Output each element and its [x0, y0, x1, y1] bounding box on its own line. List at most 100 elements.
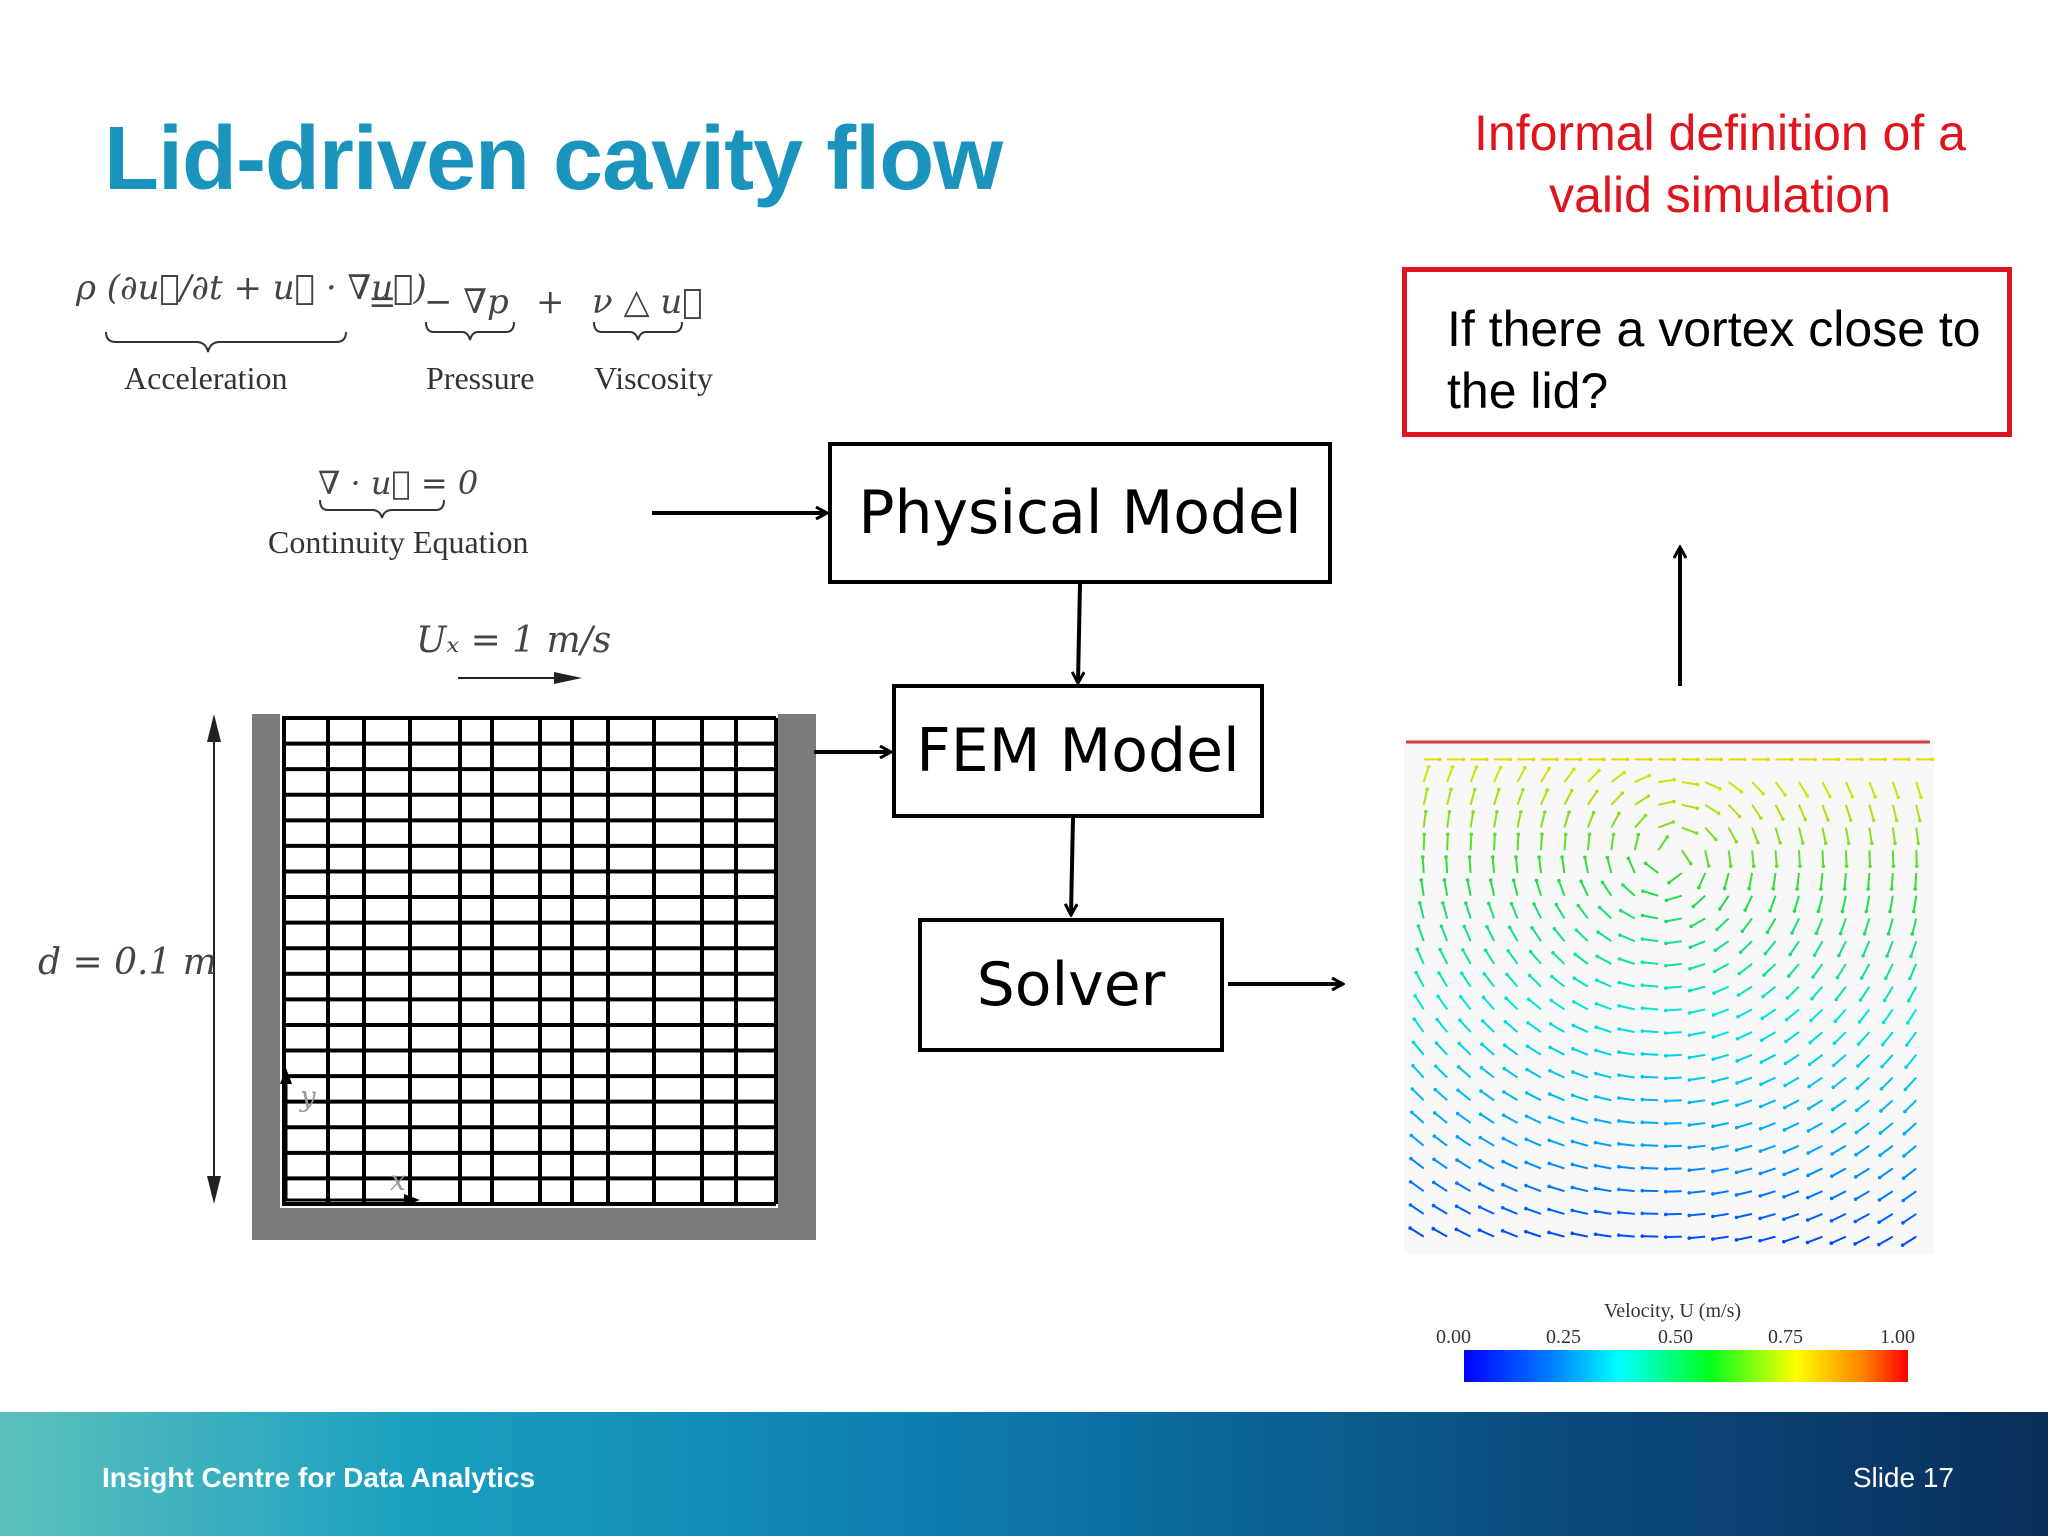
velocity-vector-tip — [1862, 931, 1867, 936]
velocity-vector-tip — [1857, 1020, 1862, 1024]
velocity-vector — [1538, 856, 1542, 874]
slide-title: Lid-driven cavity flow — [104, 109, 1003, 209]
velocity-vector — [1619, 958, 1636, 965]
velocity-vector — [1433, 1135, 1448, 1147]
velocity-vector-tip — [1596, 930, 1600, 934]
velocity-vector — [1463, 926, 1472, 942]
velocity-vector — [1610, 812, 1620, 829]
momentum-equation-lhs: ρ (∂u⃗/∂t + u⃗ · ∇u⃗) — [76, 268, 427, 308]
velocity-vector — [1459, 1019, 1472, 1033]
lid-velocity-arrow-head — [554, 672, 582, 684]
velocity-vector — [1446, 811, 1451, 828]
velocity-vector-tip — [1854, 1152, 1858, 1157]
velocity-vector-tip — [1734, 1238, 1739, 1242]
velocity-vector-tip — [1816, 909, 1821, 914]
velocity-vector-tip — [1501, 1159, 1505, 1164]
velocity-vector-tip — [1663, 1008, 1668, 1013]
velocity-vector-tip — [1425, 787, 1430, 792]
colorbar-title: Velocity, U (m/s) — [1604, 1300, 1742, 1322]
velocity-vector — [1786, 1008, 1800, 1021]
velocity-vector — [1642, 984, 1659, 988]
velocity-vector-tip — [1458, 994, 1463, 999]
velocity-vector-tip — [1408, 1180, 1413, 1184]
velocity-vector — [1844, 850, 1848, 867]
velocity-vector-tip — [1486, 901, 1491, 906]
velocity-vector-tip — [1664, 919, 1668, 924]
velocity-vector — [1798, 827, 1804, 844]
velocity-vector — [1772, 872, 1777, 889]
velocity-vector — [1573, 977, 1589, 988]
velocity-vector-tip — [1782, 1239, 1786, 1244]
velocity-vector — [1549, 1116, 1565, 1124]
velocity-vector — [1783, 1212, 1800, 1221]
velocity-vector — [1798, 804, 1807, 820]
velocity-vector — [1434, 1088, 1448, 1102]
velocity-vector — [1561, 857, 1566, 874]
velocity-vector — [1883, 986, 1894, 1001]
velocity-vector — [1774, 827, 1782, 844]
velocity-vector-tip — [1766, 757, 1770, 762]
velocity-vector — [1760, 1144, 1776, 1153]
velocity-vector-tip — [1763, 951, 1768, 956]
velocity-vector-tip — [1591, 810, 1596, 815]
velocity-vector — [1479, 1136, 1495, 1147]
velocity-vector-tip — [1687, 1055, 1692, 1060]
velocity-vector — [1902, 1235, 1917, 1247]
velocity-vector-tip — [1462, 924, 1467, 929]
velocity-vector-tip — [1571, 1000, 1576, 1004]
velocity-vector — [1844, 827, 1850, 844]
velocity-vector-tip — [1640, 1052, 1645, 1056]
velocity-vector — [1880, 1099, 1894, 1112]
velocity-vector — [1533, 903, 1542, 919]
velocity-vector-tip — [1711, 1035, 1716, 1039]
velocity-vector — [1665, 1212, 1682, 1216]
velocity-vector-tip — [1883, 976, 1888, 981]
velocity-vector — [1714, 940, 1730, 952]
velocity-vector — [1466, 879, 1472, 896]
velocity-vector-tip — [1557, 878, 1561, 883]
velocity-vector-tip — [1594, 1071, 1598, 1076]
velocity-vector — [1503, 1091, 1519, 1102]
velocity-vector — [1712, 1053, 1729, 1061]
velocity-vector-tip — [1594, 978, 1599, 982]
velocity-vector — [1689, 1167, 1706, 1172]
velocity-vector — [1528, 974, 1542, 988]
velocity-vector-tip — [1687, 1145, 1692, 1150]
velocity-vector-tip — [1501, 1182, 1505, 1187]
velocity-vector — [1791, 918, 1800, 934]
velocity-vector — [1516, 767, 1526, 783]
velocity-vector — [1618, 1028, 1636, 1034]
solver-box: Solver — [918, 918, 1224, 1052]
velocity-vector — [1713, 1031, 1729, 1039]
velocity-vector-tip — [1835, 975, 1840, 980]
velocity-vector-tip — [1807, 1062, 1812, 1067]
velocity-vector-tip — [1907, 757, 1911, 762]
velocity-vector — [1563, 790, 1573, 806]
velocity-vector-tip — [1545, 788, 1550, 792]
velocity-vector-tip — [1571, 1023, 1576, 1028]
velocity-vector-tip — [1617, 1164, 1621, 1169]
velocity-vector-tip — [1842, 887, 1847, 891]
velocity-vector — [1618, 1165, 1635, 1170]
lid-velocity-label: Uₓ = 1 m/s — [416, 620, 612, 661]
velocity-vector — [1764, 940, 1777, 955]
velocity-vector — [1839, 918, 1847, 934]
velocity-vector-tip — [1832, 1063, 1836, 1068]
velocity-vector — [1516, 811, 1522, 828]
velocity-vector-tip — [1481, 995, 1486, 1000]
velocity-vector-tip — [1823, 841, 1828, 846]
velocity-vector-tip — [1626, 856, 1631, 861]
velocity-vector — [1414, 995, 1425, 1010]
depth-arrow-bottom — [207, 1176, 221, 1204]
velocity-vector — [1479, 1206, 1495, 1215]
velocity-vector-tip — [1454, 1204, 1459, 1209]
velocity-vector-tip — [1572, 767, 1576, 772]
velocity-vector — [1586, 834, 1591, 851]
velocity-vector-tip — [1783, 793, 1787, 797]
velocity-vector-tip — [1785, 995, 1790, 1000]
velocity-vector-tip — [1640, 1166, 1645, 1170]
velocity-vector-tip — [1712, 991, 1716, 995]
velocity-vector — [1868, 827, 1873, 844]
velocity-vector-tip — [1570, 788, 1574, 793]
velocity-vector-tip — [1570, 1185, 1575, 1190]
